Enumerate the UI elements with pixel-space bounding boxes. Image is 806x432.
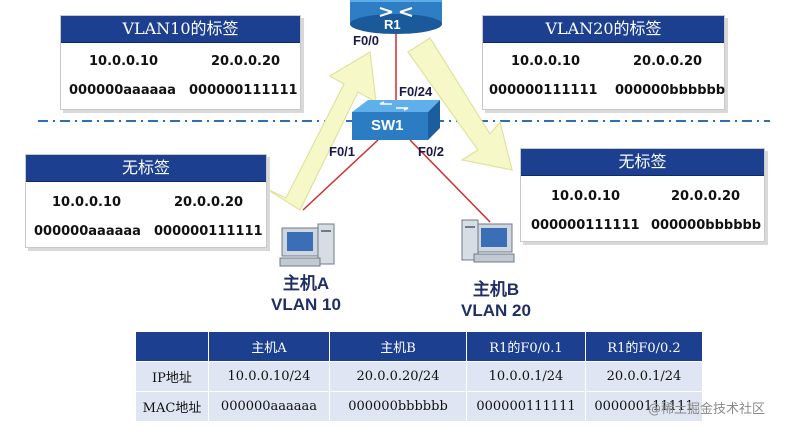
address-table-header: 主机A 主机B R1的F0/0.1 R1的F0/0.2	[135, 331, 703, 362]
switch-port-a-label: F0/1	[329, 144, 356, 159]
host-b-label: 主机B VLAN 20	[448, 279, 544, 321]
untagged-right-box: 无标签 10.0.0.10 20.0.0.20 000000111111 000…	[520, 148, 765, 242]
switch-uplink-port-label: F0/24	[399, 84, 433, 99]
row-label-mac: MAC地址	[135, 391, 209, 422]
untagged-left-title: 无标签	[26, 155, 266, 182]
vlan20-tag-title: VLAN20的标签	[483, 16, 724, 43]
table-cell: 10.0.0.1/24	[466, 361, 586, 392]
router-icon	[350, 0, 442, 34]
table-cell: 000000aaaaaa	[208, 391, 330, 422]
vlan20-ip-src: 10.0.0.10	[511, 54, 581, 69]
link-sw1-hostb	[409, 139, 491, 223]
table-cell: 20.0.0.1/24	[585, 361, 703, 392]
untagged-left-mac-dst: 000000111111	[154, 224, 263, 239]
untagged-right-title: 无标签	[521, 149, 764, 176]
header-r1-sub1: R1的F0/0.1	[466, 331, 586, 362]
vlan20-mac-dst: 000000bbbbbb	[615, 83, 726, 98]
router-port-label: F0/0	[353, 33, 380, 48]
table-cell: 10.0.0.10/24	[208, 361, 330, 392]
host-b-name: 主机B	[472, 280, 520, 299]
vlan20-tag-box: VLAN20的标签 10.0.0.10 20.0.0.20 0000001111…	[482, 15, 725, 110]
header-r1-sub2: R1的F0/0.2	[585, 331, 703, 362]
untagged-right-mac-src: 000000111111	[531, 218, 640, 233]
host-b-vlan: VLAN 20	[461, 301, 531, 320]
host-a-vlan: VLAN 10	[271, 295, 341, 314]
host-a-pc-icon	[279, 223, 335, 267]
vlan10-ip-src: 10.0.0.10	[89, 54, 159, 69]
untagged-right-ip-src: 10.0.0.10	[551, 189, 621, 204]
header-host-b: 主机B	[329, 331, 467, 362]
vlan10-mac-src: 000000aaaaaa	[69, 83, 176, 98]
address-table-corner	[135, 331, 209, 362]
watermark: @稀土掘金技术社区	[648, 402, 766, 417]
vlan10-tag-box: VLAN10的标签 10.0.0.10 20.0.0.20 000000aaaa…	[60, 15, 301, 110]
switch-name: SW1	[371, 117, 404, 134]
switch-icon	[352, 100, 440, 140]
table-cell: 000000bbbbbb	[329, 391, 467, 422]
table-cell: 000000111111	[585, 391, 703, 422]
vlan10-ip-dst: 20.0.0.20	[211, 54, 281, 69]
row-label-ip: IP地址	[135, 361, 209, 392]
table-row: IP地址 10.0.0.10/24 20.0.0.20/24 10.0.0.1/…	[135, 361, 703, 392]
untagged-left-ip-dst: 20.0.0.20	[174, 195, 244, 210]
host-a-name: 主机A	[282, 274, 330, 293]
router-name: R1	[384, 17, 401, 32]
vlan20-ip-dst: 20.0.0.20	[633, 54, 703, 69]
up-arrow	[264, 51, 377, 211]
untagged-right-ip-dst: 20.0.0.20	[671, 189, 741, 204]
down-arrow	[407, 37, 513, 171]
untagged-right-mac-dst: 000000bbbbbb	[651, 218, 762, 233]
address-table: 主机A 主机B R1的F0/0.1 R1的F0/0.2 IP地址 10.0.0.…	[135, 331, 703, 422]
header-host-a: 主机A	[208, 331, 330, 362]
host-a-label: 主机A VLAN 10	[258, 273, 354, 315]
vlan10-tag-title: VLAN10的标签	[61, 16, 300, 43]
link-sw1-hosta	[302, 139, 379, 211]
table-row: MAC地址 000000aaaaaa 000000bbbbbb 00000011…	[135, 391, 703, 422]
untagged-left-mac-src: 000000aaaaaa	[34, 224, 141, 239]
table-cell: 20.0.0.20/24	[329, 361, 467, 392]
untagged-left-ip-src: 10.0.0.10	[52, 195, 122, 210]
vlan20-mac-src: 000000111111	[489, 83, 598, 98]
table-cell: 000000111111	[466, 391, 586, 422]
switch-port-b-label: F0/2	[418, 144, 445, 159]
untagged-left-box: 无标签 10.0.0.10 20.0.0.20 000000aaaaaa 000…	[25, 154, 267, 248]
vlan10-mac-dst: 000000111111	[189, 83, 298, 98]
host-b-pc-icon	[461, 219, 515, 263]
